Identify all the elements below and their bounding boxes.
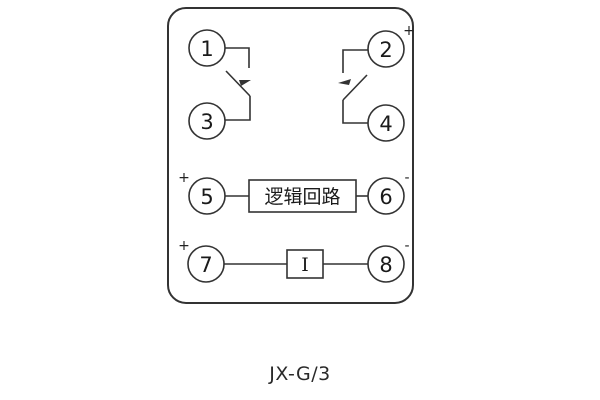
svg-text:I: I [301, 254, 309, 276]
logic-circuit-block: 逻辑回路 [225, 179, 368, 213]
terminal-8: 8 - [367, 238, 410, 283]
plus-sign: + [403, 23, 415, 39]
contact-2-4 [338, 49, 368, 124]
svg-text:6: 6 [379, 185, 392, 209]
terminal-7: 7 + [178, 238, 225, 283]
svg-text:1: 1 [200, 37, 213, 61]
svg-text:7: 7 [199, 253, 212, 277]
svg-text:8: 8 [379, 253, 392, 277]
terminal-1: 1 [188, 29, 226, 67]
current-block: I [224, 249, 368, 279]
model-caption: JX-G/3 [269, 363, 331, 385]
terminal-3: 3 [188, 102, 226, 140]
contact-arrow-icon [239, 80, 251, 86]
plus-sign: + [178, 170, 190, 186]
contact-1-3 [225, 47, 251, 121]
svg-text:3: 3 [200, 110, 213, 134]
svg-text:2: 2 [379, 38, 392, 62]
svg-text:逻辑回路: 逻辑回路 [264, 186, 340, 208]
terminal-5: 5 + [178, 170, 226, 215]
contact-arrow-icon [338, 79, 351, 85]
terminal-4: 4 [367, 104, 405, 142]
minus-sign: - [404, 170, 409, 186]
terminal-2: 2 + [367, 23, 415, 68]
svg-text:4: 4 [379, 112, 392, 136]
terminal-6: 6 - [367, 170, 410, 215]
svg-text:5: 5 [200, 185, 213, 209]
relay-housing [167, 7, 414, 304]
minus-sign: - [404, 238, 409, 254]
plus-sign: + [178, 238, 190, 254]
